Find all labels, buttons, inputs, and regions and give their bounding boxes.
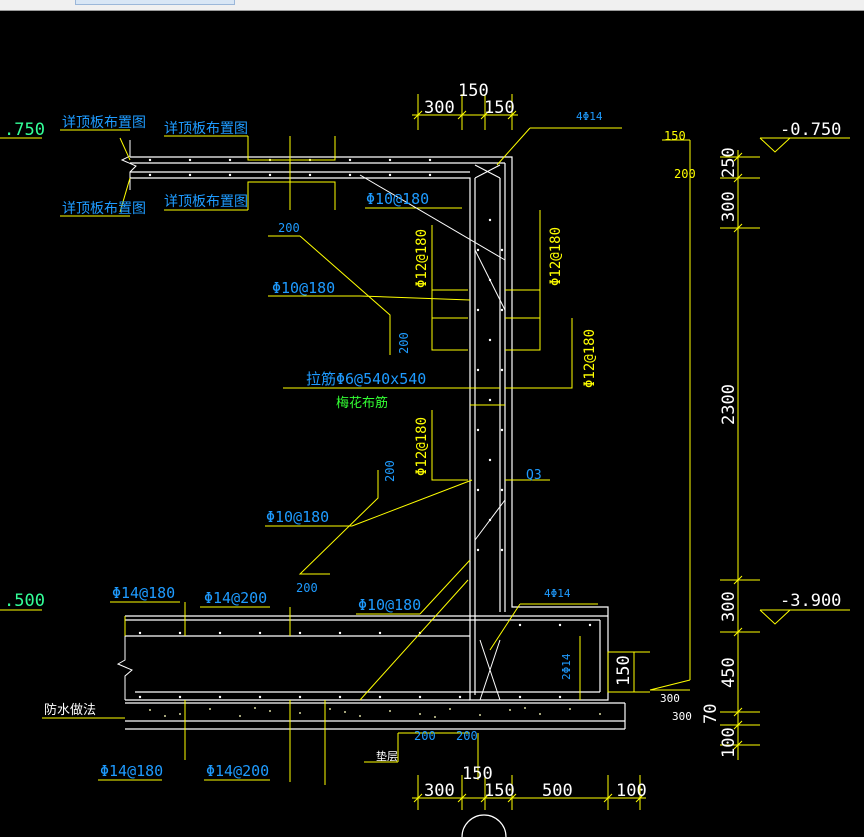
dim-right-300b: 300	[719, 591, 739, 622]
phi12-180-b: Φ12@180	[548, 227, 564, 286]
dim-bot-100: 100	[616, 781, 647, 801]
ref-slab-3: 详顶板布置图	[62, 201, 146, 217]
dim-bot-150: 150	[462, 764, 493, 784]
dim-right-450: 450	[719, 657, 739, 688]
n300-a: 300	[660, 692, 680, 705]
break-lines	[116, 140, 137, 700]
n200-c: 200	[383, 460, 397, 482]
tie-bar: 拉筋Φ6@540x540	[306, 370, 426, 388]
wall-200-top: 200	[674, 167, 696, 181]
bottom-grid-bubble	[461, 814, 507, 837]
left-elevation-texts: .750 .500	[4, 120, 45, 611]
rebar-dots	[138, 158, 592, 699]
toolbar-strip	[0, 0, 864, 11]
wall-150-top: 150	[664, 129, 686, 143]
dim-bot-150b: 150	[484, 781, 515, 801]
phi10-180-b: Φ10@180	[272, 279, 335, 297]
right-dimension-texts: 250 300 2300 300 450 70 100	[701, 147, 739, 758]
dim-right-2300: 2300	[719, 384, 739, 425]
phi12-labels: Φ12@180 Φ12@180 Φ12@180 Φ12@180	[414, 227, 598, 476]
phi12-180-d: Φ12@180	[414, 417, 430, 476]
rebar-labels: 详顶板布置图 详顶板布置图 详顶板布置图 详顶板布置图 4Φ14 4Φ14 15…	[62, 110, 696, 780]
dim-right-100: 100	[719, 727, 739, 758]
phi12-180-a: Φ12@180	[414, 229, 430, 288]
dim-bot-500: 500	[542, 781, 573, 801]
phi14-180-top: Φ14@180	[112, 584, 175, 602]
ref-slab-4: 详顶板布置图	[164, 194, 248, 210]
n200-f: 200	[456, 729, 478, 743]
block-150: 150	[614, 655, 634, 686]
dim-top-300: 300	[424, 98, 455, 118]
cushion-hatch	[149, 707, 601, 718]
cushion-note: 垫层	[376, 749, 398, 763]
phi14-200-bot: Φ14@200	[206, 762, 269, 780]
tie-layout-note: 梅花布筋	[336, 395, 388, 411]
phi10-180-d: Φ10@180	[358, 596, 421, 614]
two-phi14: 2Φ14	[560, 653, 573, 680]
bot-corner-bars: 4Φ14	[544, 587, 571, 600]
leader-lines	[0, 94, 850, 810]
ref-slab-2: 详顶板布置图	[164, 121, 248, 137]
active-tab[interactable]	[75, 0, 235, 5]
waterproof-note: 防水做法	[44, 702, 96, 718]
dim-right-300a: 300	[719, 191, 739, 222]
elevation-left-bottom: .500	[4, 591, 45, 611]
dim-right-70: 70	[701, 704, 721, 724]
phi10-180-c: Φ10@180	[266, 508, 329, 526]
n200-a: 200	[278, 221, 300, 235]
dimension-texts: 150 300 150 150 300 150 500 100 150	[424, 81, 647, 801]
dim-top-150b: 150	[484, 98, 515, 118]
elevation-top: -0.750	[780, 120, 841, 140]
elevation-bottom: -3.900	[780, 591, 841, 611]
n300-b: 300	[672, 710, 692, 723]
phi14-180-bot: Φ14@180	[100, 762, 163, 780]
concrete-outline	[125, 156, 626, 730]
n200-e: 200	[414, 729, 436, 743]
elevation-texts: -0.750 -3.900	[780, 120, 841, 611]
phi14-200-top: Φ14@200	[204, 589, 267, 607]
dim-top-150: 150	[458, 81, 489, 101]
n200-d: 200	[296, 581, 318, 595]
dim-bot-300: 300	[424, 781, 455, 801]
top-corner-bars: 4Φ14	[576, 110, 603, 123]
ref-slab-1: 详顶板布置图	[62, 115, 146, 131]
dim-right-250: 250	[719, 147, 739, 178]
cad-drawing-canvas[interactable]: 150 300 150 150 300 150 500 100 150 250 …	[0, 11, 864, 837]
wall-id-q3: Q3	[526, 468, 542, 483]
n200-b: 200	[397, 332, 411, 354]
phi10-180-a: Φ10@180	[366, 190, 429, 208]
elevation-left-top: .750	[4, 120, 45, 140]
wall-tie-marks	[359, 164, 506, 701]
phi12-180-c: Φ12@180	[582, 329, 598, 388]
